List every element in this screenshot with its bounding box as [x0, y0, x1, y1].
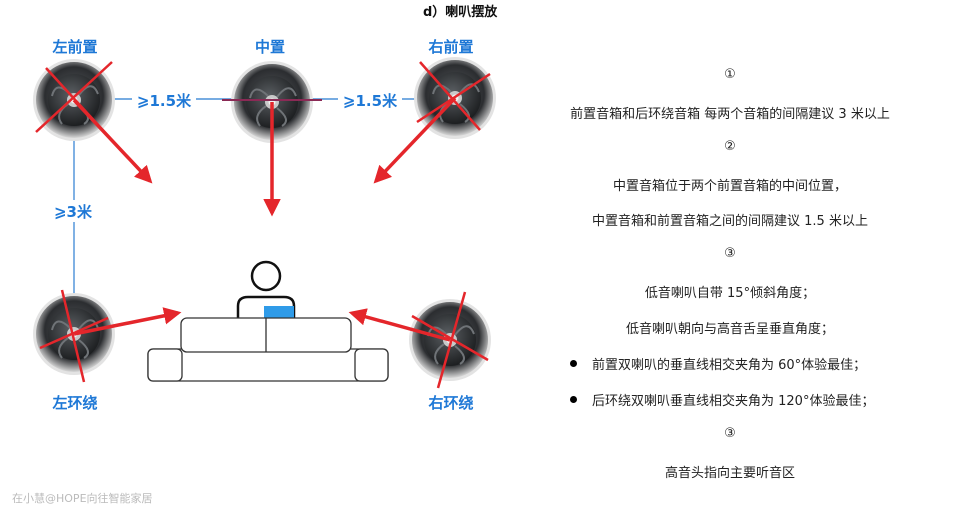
note-line-1: ① [724, 67, 736, 82]
bullet-icon [570, 396, 577, 403]
note-line-11: ③ [724, 426, 736, 441]
label-surround-left: 左环绕 [51, 394, 97, 412]
arrow-surround-left [73, 307, 182, 336]
note-line-2: 前置音箱和后环绕音箱 每两个音箱的间隔建议 3 米以上 [570, 107, 890, 122]
note-bullet-2: 后环绕双喇叭垂直线相交夹角为 120°体验最佳； [570, 390, 950, 409]
arrow-surround-right [348, 308, 451, 342]
label-front-left: 左前置 [51, 38, 97, 56]
sofa-icon [147, 317, 389, 382]
label-center: 中置 [255, 38, 285, 56]
distance-label-vertical: ⩾3米 [54, 203, 93, 221]
arrow-front-right [373, 96, 457, 184]
label-surround-right: 右环绕 [428, 394, 473, 412]
page-title: d）喇叭摆放 [423, 5, 498, 20]
label-front-right: 右前置 [428, 38, 473, 56]
axis-line-surround-right-b [411, 314, 489, 362]
note-line-8: 低音喇叭朝向与高音舌呈垂直角度； [625, 322, 834, 337]
note-line-4: 中置音箱位于两个前置音箱的中间位置， [612, 179, 847, 194]
note-line-9: 前置双喇叭的垂直线相交夹角为 60°体验最佳； [592, 358, 867, 373]
speaker-placement-diagram: 左前置 中置 右前置 左环绕 右环绕 ⩾1.5米 ⩾1.5米 ⩾3米 [33, 38, 496, 412]
note-line-7: 低音喇叭自带 15°倾斜角度； [644, 286, 816, 301]
note-line-3: ② [724, 139, 736, 154]
note-line-10: 后环绕双喇叭垂直线相交夹角为 120°体验最佳； [592, 394, 875, 409]
bullet-icon [570, 360, 577, 367]
note-line-12: 高音头指向主要听音区 [664, 466, 795, 481]
watermark: 在小慧@HOPE向往智能家居 [12, 492, 153, 505]
note-line-5: 中置音箱和前置音箱之间的间隔建议 1.5 米以上 [592, 214, 868, 229]
listener-person-icon [236, 260, 296, 318]
axis-line-front-right-a [419, 61, 481, 131]
axis-line-surround-left-a [60, 289, 86, 383]
axis-line-front-left-b [35, 61, 113, 133]
laptop-icon [264, 306, 294, 318]
distance-label-left: ⩾1.5米 [137, 92, 192, 110]
arrow-front-left [72, 98, 153, 184]
distance-label-right: ⩾1.5米 [343, 92, 398, 110]
note-line-6: ③ [724, 246, 736, 261]
note-bullet-1: 前置双喇叭的垂直线相交夹角为 60°体验最佳； [570, 354, 950, 373]
